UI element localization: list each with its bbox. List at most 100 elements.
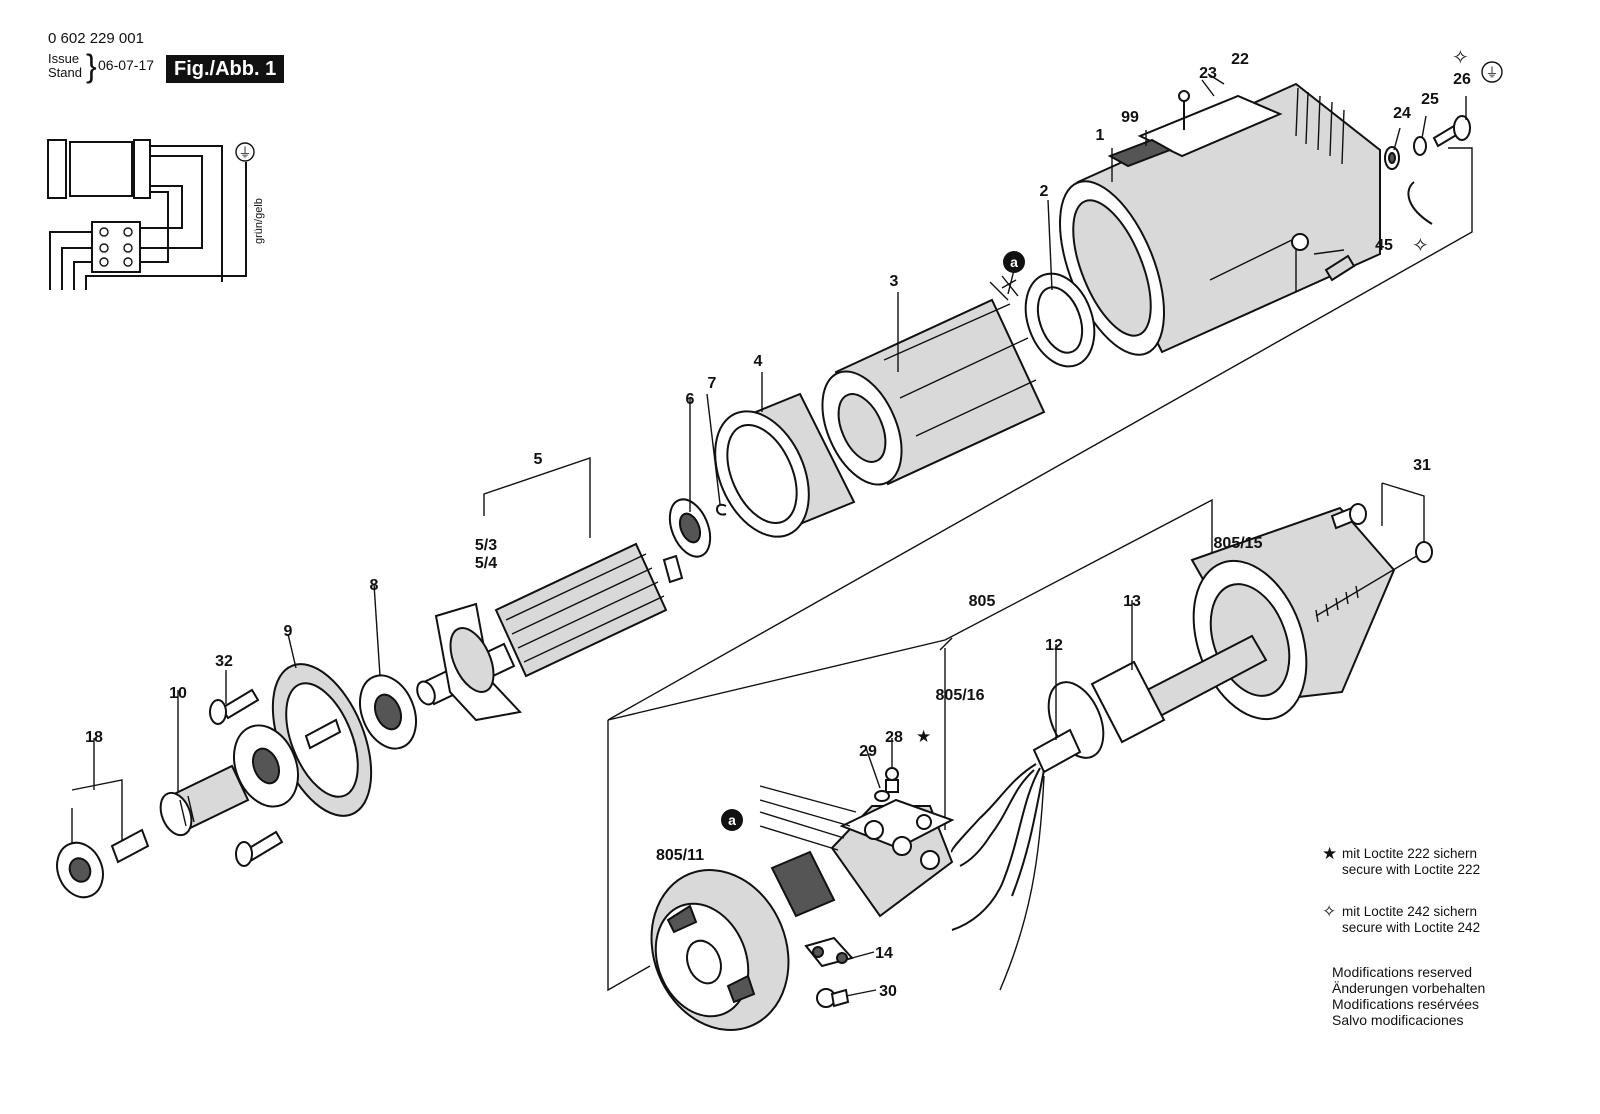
field-coil-body [69, 141, 133, 197]
label-5-4: 5/4 [475, 555, 497, 572]
document-number: 0 602 229 001 [48, 30, 144, 47]
screw-45 [1291, 233, 1356, 282]
switch-housing-805-11 [650, 850, 836, 1031]
terminal-block-805-16 [830, 798, 955, 918]
earth-ground-symbol-26: ⏚ [1485, 65, 1498, 80]
issue-date: 06-07-17 [98, 57, 155, 73]
field-coil-right-cap [133, 139, 151, 199]
cable-clamp-14 [804, 936, 854, 968]
cross-symbol-26: ✧ [1452, 47, 1469, 69]
earth-ground-icon [235, 142, 255, 162]
spindle-10 [159, 764, 250, 837]
part-number-labels: 1 2 3 4 5 5/3 5/4 6 7 8 9 10 12 13 14 18… [85, 51, 1471, 1000]
washer-29 [874, 790, 890, 802]
flange-9 [233, 663, 373, 817]
screw-32 [209, 688, 260, 725]
field-coil-left-cap [47, 139, 67, 199]
label-24: 24 [1393, 105, 1411, 122]
modifications-es: Salvo modificaciones [1332, 1012, 1464, 1028]
cross-symbol-45: ✧ [1412, 235, 1429, 257]
label-14: 14 [875, 945, 893, 962]
armature-5 [416, 542, 684, 722]
label-9: 9 [284, 623, 293, 640]
label-10: 10 [169, 685, 187, 702]
retaining-ring-7 [716, 503, 727, 516]
nameplate [1107, 94, 1283, 168]
svg-text:a: a [728, 812, 736, 828]
leader-lines [93, 73, 1467, 997]
label-29: 29 [859, 743, 877, 760]
label-30: 30 [879, 983, 897, 1000]
label-805-16: 805/16 [936, 687, 985, 704]
field-stator [821, 275, 1046, 486]
label-13: 13 [1123, 593, 1141, 610]
modifications-en: Modifications reserved [1332, 964, 1473, 980]
label-8: 8 [370, 577, 379, 594]
ball-bearing-6 [668, 498, 712, 558]
legend-242-en: secure with Loctite 242 [1342, 920, 1481, 935]
figure-label: Fig./Abb. 1 [166, 55, 285, 83]
marker-a-top: a [1003, 251, 1025, 273]
terminal-block [91, 221, 141, 273]
screws-31 [1315, 503, 1433, 623]
modifications-fr: Modifications resérvées [1332, 996, 1480, 1012]
legend-222-en: secure with Loctite 222 [1342, 862, 1481, 877]
screw-28 [885, 767, 899, 793]
label-5-3: 5/3 [475, 537, 497, 554]
label-2: 2 [1040, 183, 1049, 200]
earth-ground-symbol: ⏚ [238, 145, 251, 160]
ball-bearing-8 [359, 674, 417, 750]
modifications-de: Änderungen vorbehalten [1332, 980, 1486, 996]
label-22: 22 [1231, 51, 1249, 68]
label-7: 7 [708, 375, 717, 392]
brace-glyph: } [86, 48, 97, 84]
star-icon: ★ [1322, 844, 1338, 863]
label-805-11: 805/11 [656, 847, 704, 864]
label-23: 23 [1199, 65, 1217, 82]
screw-32b [235, 830, 284, 867]
screw-26 [1432, 115, 1471, 148]
legend-222-de: mit Loctite 222 sichern [1342, 846, 1478, 861]
label-4: 4 [754, 353, 763, 370]
label-45: 45 [1375, 237, 1393, 254]
four-point-star-icon: ✧ [1322, 902, 1337, 921]
washer-25 [1413, 136, 1427, 156]
label-25: 25 [1421, 91, 1439, 108]
star-symbol-28: ★ [916, 727, 931, 746]
issue-label: Issue [48, 51, 80, 66]
svg-text:a: a [1010, 254, 1018, 270]
bearing-cup-4 [714, 392, 856, 538]
legend-loctite-222: ★ mit Loctite 222 sichern secure with Lo… [1322, 845, 1481, 878]
label-1: 1 [1096, 127, 1105, 144]
label-32: 32 [215, 653, 233, 670]
modifications-note: Modifications reserved Änderungen vorbeh… [1332, 964, 1485, 1028]
group-brackets [71, 147, 1473, 992]
wire-color-label: grün/gelb [253, 198, 265, 244]
label-26: 26 [1453, 71, 1471, 88]
lead-wires [759, 785, 857, 851]
issue-stand-label: Issue Stand [48, 52, 82, 80]
label-6: 6 [686, 391, 695, 408]
earth-ground-icon-26 [1481, 61, 1503, 83]
label-12: 12 [1045, 637, 1063, 654]
label-18: 18 [85, 729, 103, 746]
marker-a-bottom: a [721, 809, 743, 831]
legend-242-de: mit Loctite 242 sichern [1342, 904, 1478, 919]
rear-cover-805-15 [1190, 506, 1396, 721]
label-31: 31 [1413, 457, 1431, 474]
pin-23-head [1178, 90, 1190, 102]
ring-2 [1024, 272, 1096, 368]
washer-24 [1384, 146, 1400, 170]
terminal-screws [99, 227, 133, 267]
collet-18 [56, 828, 150, 899]
wiring-schematic: ⏚ grün/gelb [47, 139, 265, 290]
screw-30 [816, 988, 850, 1008]
label-28: 28 [885, 729, 903, 746]
label-805-15: 805/15 [1214, 535, 1263, 552]
ground-wire [1407, 181, 1433, 225]
stand-label: Stand [48, 65, 82, 80]
cable-12 [950, 728, 1082, 991]
label-99: 99 [1121, 109, 1139, 126]
label-3: 3 [890, 273, 899, 290]
